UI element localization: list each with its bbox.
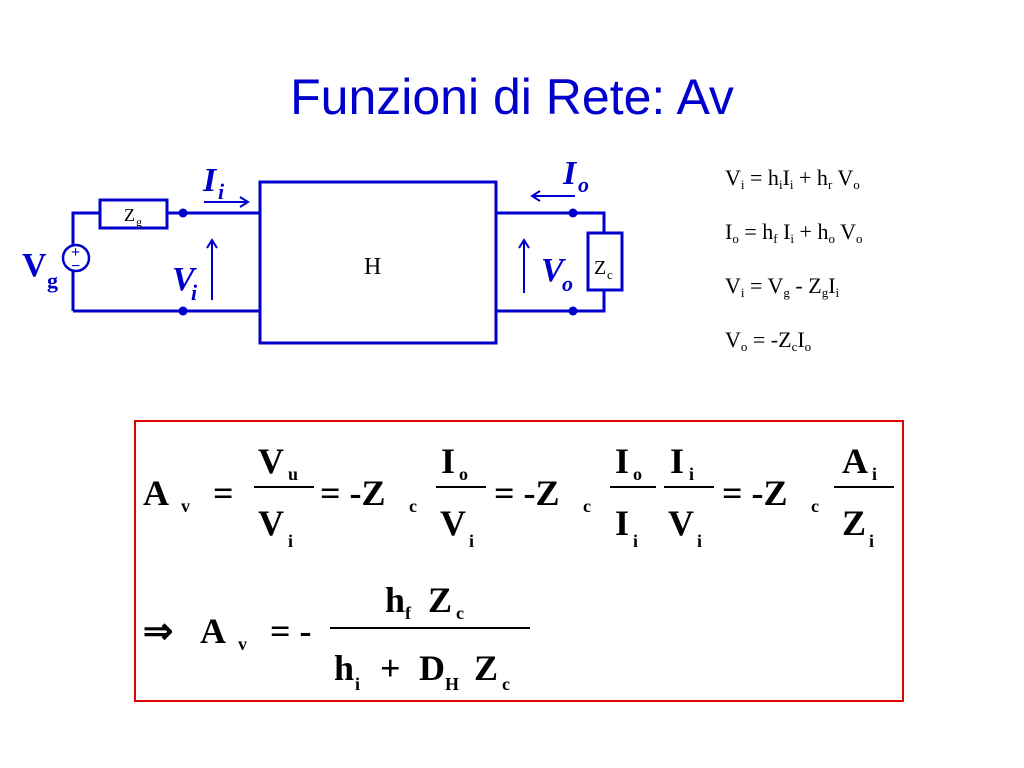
output-top-wire <box>496 211 606 233</box>
vo-label-sub: o <box>562 271 573 296</box>
h-block-label: H <box>364 254 381 280</box>
frac4-num-sub: i <box>872 464 877 484</box>
equation-lhs-sub: o <box>732 231 739 246</box>
zg-resistor <box>98 198 169 230</box>
frac3b-num-sub: i <box>689 464 694 484</box>
frac4-den-sub: i <box>869 531 874 551</box>
den-h-sub: i <box>355 674 360 694</box>
terminal-dot <box>178 208 188 218</box>
frac2-num-sub: o <box>459 464 468 484</box>
frac3a-den-sub: i <box>633 531 638 551</box>
frac3b-den: V <box>668 503 694 543</box>
io-label-main: I <box>562 155 578 192</box>
terminal-dot <box>568 208 578 218</box>
implies-arrow-icon: ⇒ <box>143 611 173 651</box>
terminal-dot <box>178 306 188 316</box>
equation-lhs: V <box>725 165 741 190</box>
source-plus-sign: + <box>71 244 80 261</box>
den-z-sub: c <box>502 674 510 694</box>
frac2-num: I <box>441 441 455 481</box>
neg-zc-1: = -Z <box>320 473 386 513</box>
vg-label-sub: g <box>47 268 58 293</box>
zc-label-sub: c <box>607 267 613 282</box>
zg-label-sub: g <box>136 215 142 229</box>
neg-zc-2: = -Z <box>494 473 560 513</box>
av-formula: A v = V u V i = -Z c I o V i = -Z c I o … <box>143 441 894 694</box>
num-z-sub: c <box>456 603 464 623</box>
frac1-num: V <box>258 441 284 481</box>
equation-lhs-sub: i <box>740 285 745 300</box>
zc-label-main: Z <box>594 257 606 279</box>
neg-zc-3-sub: c <box>811 496 819 516</box>
two-port-circuit: I i I o V i V o V g + − Z g Z c H <box>22 155 624 345</box>
num-h-sub: f <box>405 603 412 623</box>
frac1-num-sub: u <box>288 464 298 484</box>
frac2-den-sub: i <box>469 531 474 551</box>
zg-label-main: Z <box>124 205 135 225</box>
source-minus-sign: − <box>71 258 80 275</box>
vg-label-main: V <box>22 247 47 284</box>
equation-rhs: = -ZcIo <box>752 327 812 354</box>
frac3a-den: I <box>615 503 629 543</box>
output-bottom-wire <box>496 290 606 313</box>
two-port-equations: Vi = hiIi + hr Vo Io = hf Ii + ho Vo Vi … <box>725 163 862 379</box>
equation-lhs: I <box>725 219 733 244</box>
num-z: Z <box>428 580 452 620</box>
frac4-den: Z <box>842 503 866 543</box>
av-symbol-2: A <box>200 611 226 651</box>
av-symbol-2-sub: v <box>238 634 247 654</box>
equals-minus: = - <box>270 611 312 651</box>
terminal-dot <box>568 306 578 316</box>
slide-title: Funzioni di Rete: Av <box>290 69 734 125</box>
frac3b-den-sub: i <box>697 531 702 551</box>
equation-row: Vo = -ZcIo <box>725 325 862 379</box>
av-symbol: A <box>143 473 169 513</box>
vi-label-sub: i <box>191 280 198 305</box>
voltage-source-icon <box>61 243 91 273</box>
av-formula-box: A v = V u V i = -Z c I o V i = -Z c I o … <box>134 420 904 702</box>
frac3b-num: I <box>670 441 684 481</box>
den-d: D <box>419 648 445 688</box>
equation-row: Vi = Vg - ZgIi <box>725 271 862 325</box>
frac1-den-sub: i <box>288 531 293 551</box>
den-h: h <box>334 648 354 688</box>
equals-sign: = <box>213 473 234 513</box>
vi-label-main: V <box>172 261 197 298</box>
ii-label-sub: i <box>218 179 225 204</box>
source-top-wire <box>71 211 100 245</box>
equation-rhs: = Vg - ZgIi <box>750 273 840 300</box>
equation-lhs: V <box>725 273 741 298</box>
h-block <box>258 180 498 345</box>
zc-resistor <box>586 231 624 292</box>
neg-zc-2-sub: c <box>583 496 591 516</box>
neg-zc-3: = -Z <box>722 473 788 513</box>
vo-label-main: V <box>541 252 566 289</box>
equation-rhs: = hiIi + hr Vo <box>750 165 860 192</box>
den-plus: + <box>380 648 401 688</box>
den-d-sub: H <box>445 674 459 694</box>
frac4-num: A <box>842 441 868 481</box>
equation-row: Vi = hiIi + hr Vo <box>725 163 862 217</box>
equation-lhs-sub: o <box>740 339 748 354</box>
frac3a-num-sub: o <box>633 464 642 484</box>
io-label-sub: o <box>578 172 589 197</box>
av-symbol-sub: v <box>181 496 190 516</box>
equation-lhs-sub: i <box>740 177 745 192</box>
num-h: h <box>385 580 405 620</box>
neg-zc-1-sub: c <box>409 496 417 516</box>
equation-rhs: = hf Ii + ho Vo <box>744 219 863 246</box>
frac2-den: V <box>440 503 466 543</box>
frac3a-num: I <box>615 441 629 481</box>
ii-label-main: I <box>202 162 218 199</box>
equation-row: Io = hf Ii + ho Vo <box>725 217 862 271</box>
frac1-den: V <box>258 503 284 543</box>
equation-lhs: V <box>725 327 741 352</box>
den-z: Z <box>474 648 498 688</box>
